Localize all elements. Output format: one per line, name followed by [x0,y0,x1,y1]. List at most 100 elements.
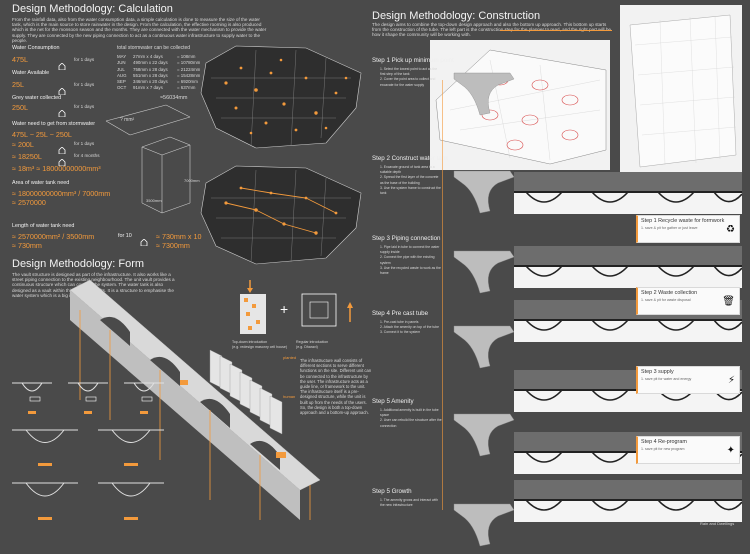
section-photo-strip [514,480,743,522]
home-icon [58,57,66,75]
section-photo-strip [514,300,743,342]
area-label: Area of water tank need [12,180,70,186]
section-drawings [12,382,164,520]
table-cell: 551mm x 28 days [133,72,168,78]
table-cell: = 108mm [177,54,196,59]
table-cell: MAY [117,54,127,59]
days-label-1: for 1 days [74,57,95,62]
step-tube-diagram [453,170,515,214]
table-cell: 490mm x 22 days [133,60,168,66]
right-step-card: Step 4 Re-program 1. save pit for new pro… [636,436,740,464]
reprogram-icon: ✦ [726,445,735,456]
infrastructure-isometric [69,280,321,520]
trash-icon: 🗑 [722,296,735,307]
length-total: ≈ 7300mm [156,241,190,250]
construction-title: Design Methodology: Construction [372,10,541,22]
construction-step-label: Step 3 Piping connection [372,235,441,242]
connector-line [500,30,612,31]
table-total: ≈56034mm [160,95,188,101]
right-step-label: Step 3 supply [641,369,674,375]
area-calc: ≈ 18000000000mm³ / 7000mm [12,189,111,198]
table-cell: JUN [117,60,126,66]
step-tube-diagram [453,72,515,116]
construction-plan-drawing [620,5,742,175]
home-icon [58,153,66,171]
bottom-caption: Rain and Dwellings [700,521,735,526]
recycle-icon: ♻ [726,224,735,235]
section-photo-strip [514,370,743,412]
right-step-card: Step 2 Waste collection 1. save & pit for… [636,287,740,315]
months-label: for 4 months [74,153,100,158]
table-cell: = 6920mm [177,79,198,85]
form-description: The infrastructure wall consists of diff… [300,358,372,416]
table-cell: = 637mm [177,85,196,91]
calc-intro: From the rainfall data, also from the wa… [12,17,267,43]
stormwater-mm: ≈ 18m³ ≈ 18000000000mm³ [12,164,101,173]
home-icon [58,141,66,159]
area-unknown-label: ? mm² [120,117,135,123]
table-cell: AUG [117,72,127,78]
stormwater-calc: 475L − 25L − 250L [12,130,72,139]
stormwater-table-title: total stormwater can be collected [117,45,191,51]
construction-site-map [430,40,610,170]
dim-width-label: 3500mm [146,198,162,203]
right-step-note: 1. save & pit for waste disposal [641,298,691,302]
step-tube-diagram [453,503,515,547]
home-icon [58,104,66,122]
right-step-label: Step 2 Waste collection [641,290,698,296]
site-map-top [196,38,366,153]
right-step-card: Step 3 supply 1. save pit for water and e… [636,366,740,394]
right-step-note: 1. save pit for water and energy [641,377,692,381]
construction-step-note: 1. Additional amenity is built in the tu… [380,408,442,428]
construction-step-note: 1. Pre-cast tube in panels 2. Attach the… [380,320,439,335]
section-photo-strip [514,246,743,288]
water-consumption-value: 475L [12,55,28,64]
construction-step-label: Step 4 Pre cast tube [372,310,429,317]
step-tube-diagram [453,250,515,294]
connector-vertical [442,80,443,510]
water-available-label: Water Available [12,70,50,76]
days-label-4: for 1 days [74,141,95,146]
home-icon [140,233,148,251]
length-times: ≈ 730mm x 10 [156,232,202,241]
water-consumption-label: Water Consumption [12,45,60,51]
construction-step-label: Step 5 Amenity [372,398,414,405]
right-step-note: 1. save & pit for gather or just leave [641,226,698,230]
grey-water-label: Grey water collected [12,95,62,101]
home-icon [58,82,66,100]
table-cell: 27mm x 4 days [133,54,163,59]
construction-step-note: 1. The amenity grows and interact with t… [380,498,438,508]
bolt-icon: ⚡ [727,375,735,386]
water-available-value: 25L [12,80,24,89]
site-map-bottom [196,158,366,268]
section-photo-strip [514,172,743,214]
construction-step-note: 1. Pipe laid in tube to connect the wate… [380,245,441,276]
days-label-2: for 1 days [74,82,95,87]
calc-title: Design Methodology: Calculation [12,3,173,15]
construction-step-note: 1. Select the lowest point to act as the… [380,67,438,87]
bottom-up-caption: Regular introduction (e.g. Dharavi) [296,340,329,350]
grey-water-value: 250L [12,103,28,112]
table-cell: = 15428mm [177,72,201,78]
table-cell: 91mm x 7 days [133,85,163,91]
table-cell: JUL [117,66,125,72]
stormwater-18250: ≈ 18250L [12,152,42,161]
length-label: Length of water tank need [12,223,75,229]
area-value: ≈ 2570000 [12,198,46,207]
construction-step-label: Step 2 Construct water tank [372,155,449,162]
construction-step-label: Step 5 Growth [372,488,412,495]
step-tube-diagram [453,325,515,369]
right-step-note: 1. save pit for new program [641,447,685,451]
right-step-label: Step 4 Re-program [641,439,687,445]
svg-text:+: + [280,301,288,317]
construction-intro: The design aims to combine the top-down … [372,22,611,38]
tank-plan-diagram [105,104,191,214]
for10-label: for 10 [118,233,132,239]
human-label: human [283,394,296,399]
form-title: Design Methodology: Form [12,258,145,270]
